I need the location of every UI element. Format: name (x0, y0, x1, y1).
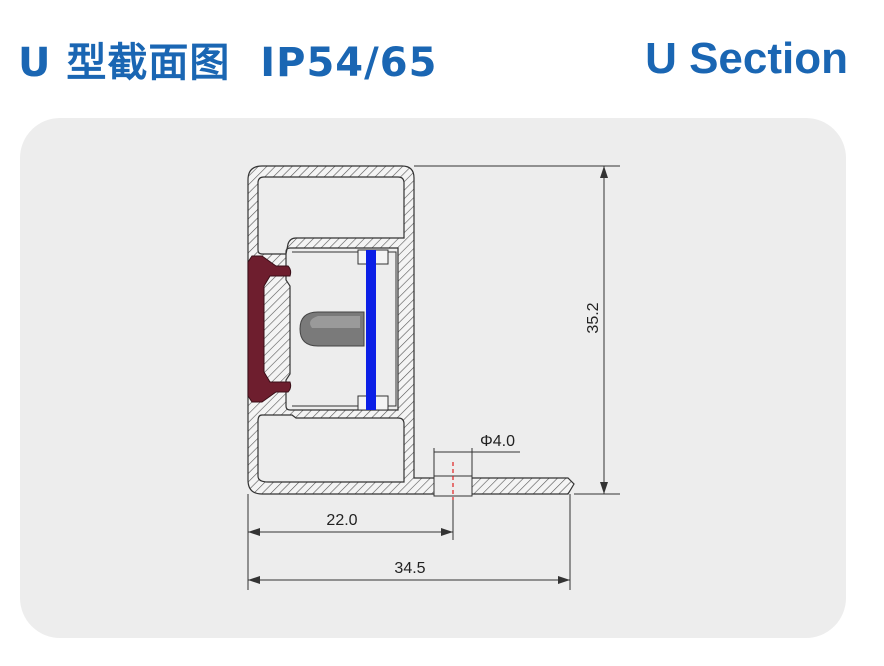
arrow-height-top (600, 166, 608, 178)
diffuser-lens (366, 250, 376, 410)
arrow-height-bottom (600, 482, 608, 494)
arrow-total-left (248, 576, 260, 584)
cavity-outline (292, 251, 397, 407)
page-title: U 型截面图 IP54/65 (18, 30, 437, 88)
title-chinese: U 型截面图 (18, 40, 231, 86)
dim-height-label: 35.2 (585, 302, 602, 333)
mounting-clip (247, 255, 292, 403)
dim-hole-label: Φ4.0 (480, 433, 515, 450)
aluminium-profile (247, 165, 575, 495)
arrow-total-right (558, 576, 570, 584)
diagram-panel (20, 118, 846, 638)
arrow-inner-right (441, 528, 453, 536)
dim-total-label: 34.5 (394, 560, 425, 577)
led-highlight (310, 316, 360, 328)
arrow-inner-left (248, 528, 260, 536)
dim-inner-label: 22.0 (326, 512, 357, 529)
title-english: U Section (645, 34, 848, 83)
title-ip-rating: IP54/65 (260, 40, 438, 86)
